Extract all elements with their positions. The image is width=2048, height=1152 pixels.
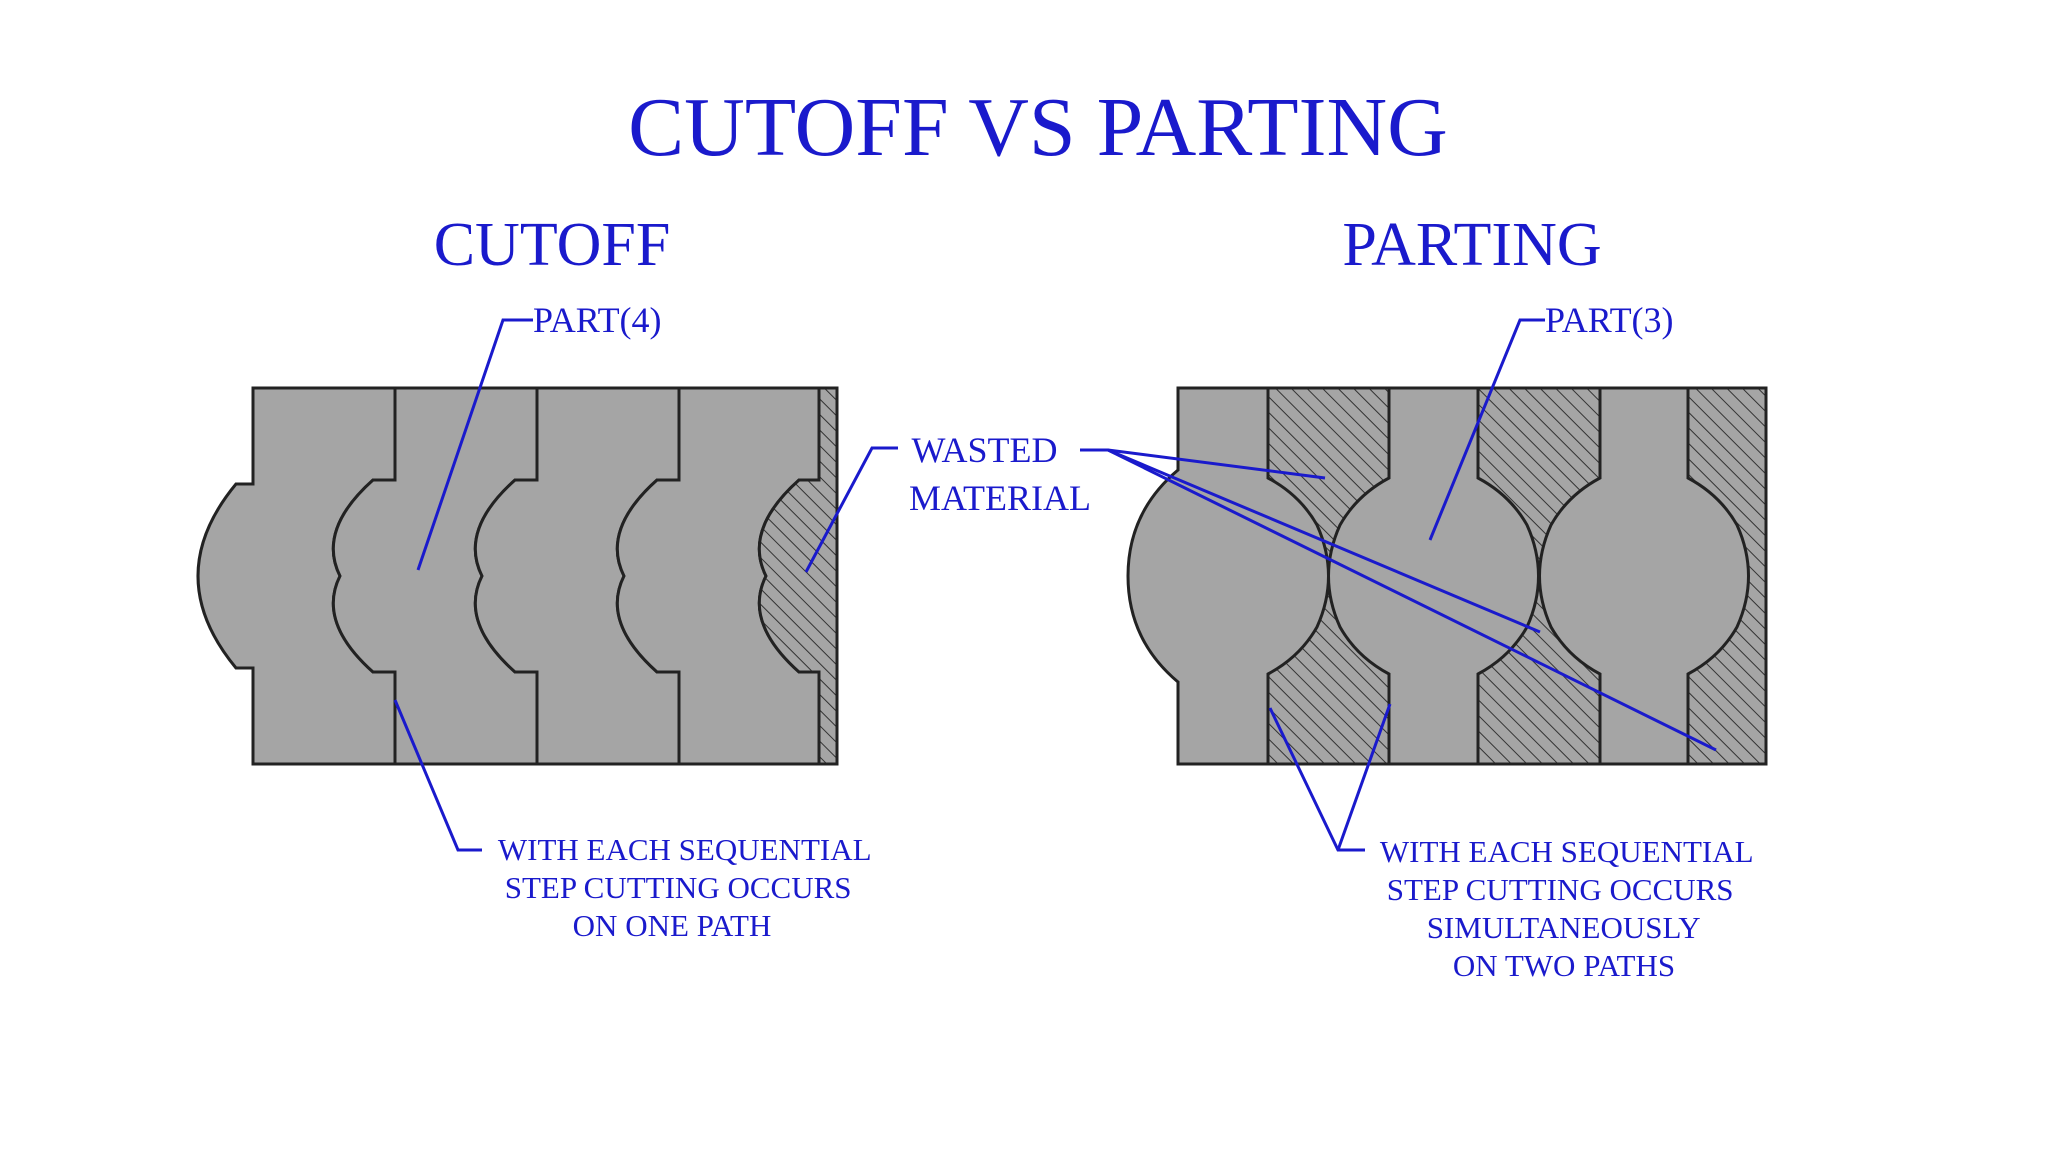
wasted-label-line-1: WASTED	[912, 430, 1058, 470]
cutoff-note: WITH EACH SEQUENTIAL STEP CUTTING OCCURS…	[498, 832, 878, 943]
wasted-material-label: WASTED MATERIAL	[909, 430, 1091, 518]
wasted-label-line-2: MATERIAL	[909, 478, 1091, 518]
cutoff-heading: CUTOFF	[434, 211, 671, 279]
parting-heading: PARTING	[1342, 211, 1601, 279]
parting-part-3	[1538, 386, 1750, 766]
page-title: CUTOFF VS PARTING	[628, 81, 1448, 174]
wasted-leader-2	[1107, 448, 1541, 634]
parting-note-line-2: STEP CUTTING OCCURS	[1387, 872, 1734, 907]
parting-part-2	[1327, 386, 1540, 766]
cutoff-strip	[196, 386, 839, 766]
cutoff-note-line-1: WITH EACH SEQUENTIAL	[498, 832, 871, 867]
parting-note: WITH EACH SEQUENTIAL STEP CUTTING OCCURS…	[1380, 834, 1760, 983]
cutoff-note-line-2: STEP CUTTING OCCURS	[505, 870, 852, 905]
cutoff-part-leader	[416, 318, 533, 571]
wasted-leader-3	[1107, 448, 1717, 752]
cutoff-note-line-3: ON ONE PATH	[573, 908, 772, 943]
parting-part-label: PART(3)	[1545, 300, 1674, 340]
parting-strip	[1126, 386, 1768, 766]
parting-note-line-4: ON TWO PATHS	[1453, 948, 1675, 983]
wasted-left-leader	[804, 446, 898, 573]
cutoff-note-leader	[393, 699, 482, 852]
parting-note-line-1: WITH EACH SEQUENTIAL	[1380, 834, 1753, 869]
parting-note-line-3: SIMULTANEOUSLY	[1427, 910, 1701, 945]
parting-part-leader	[1428, 318, 1545, 541]
parting-note-leader-2	[1336, 703, 1392, 851]
parting-part-1	[1126, 386, 1330, 766]
cutoff-wasted-end	[757, 386, 839, 766]
cutoff-part-label: PART(4)	[533, 300, 662, 340]
